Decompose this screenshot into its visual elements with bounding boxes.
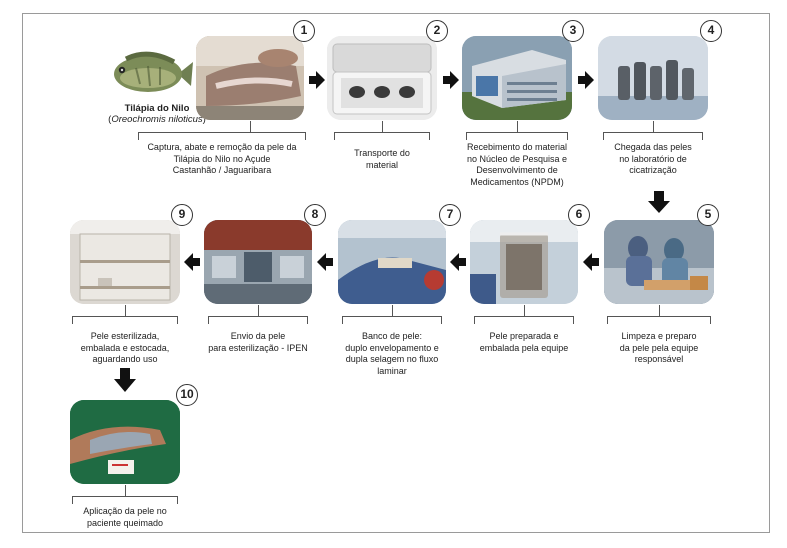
photo-ipen-facility	[204, 220, 312, 304]
arrow-4-to-5	[648, 191, 670, 213]
arrow-8-to-9	[184, 253, 200, 271]
bracket-7	[342, 316, 442, 324]
caption-2: Transporte do material	[330, 148, 434, 171]
arrow-1-to-2	[309, 71, 325, 89]
caption-9-line: aguardando uso	[92, 354, 158, 364]
step-number-7: 7	[439, 204, 461, 226]
bracket-stem-10	[125, 485, 126, 496]
step-number-8: 8	[304, 204, 326, 226]
caption-2-line: material	[365, 159, 398, 170]
caption-5-line: Limpeza e preparo	[621, 331, 697, 341]
caption-1-line: Captura, abate e remoção da pele da	[147, 142, 297, 152]
step-number-6: 6	[568, 204, 590, 226]
caption-10-line: paciente queimado	[86, 517, 164, 528]
caption-3-line: Desenvolvimento de	[476, 165, 558, 175]
bracket-4	[603, 132, 703, 140]
caption-4-line: cicatrização	[629, 165, 677, 175]
bracket-10	[72, 496, 178, 504]
photo-skin-bank	[338, 220, 446, 304]
caption-1-line: Tilápia do Nilo no Açude	[173, 153, 271, 164]
bracket-stem-3	[517, 121, 518, 132]
bracket-stem-4	[653, 121, 654, 132]
step-number-5: 5	[697, 204, 719, 226]
arrow-6-to-7	[450, 253, 466, 271]
bracket-8	[208, 316, 308, 324]
caption-7: Banco de pele: duplo envelopamento e dup…	[333, 331, 451, 377]
caption-7-line: laminar	[377, 365, 407, 376]
fish-scientific-name: Oreochromis niloticus	[111, 114, 203, 125]
caption-6: Pele preparada e embalada pela equipe	[466, 331, 582, 354]
caption-1-line: Castanhão / Jaguaribara	[172, 165, 272, 175]
bracket-2	[334, 132, 430, 140]
bracket-1	[138, 132, 306, 140]
arrow-5-to-6	[583, 253, 599, 271]
caption-9-line: Pele esterilizada,	[90, 331, 160, 341]
fish-label: Tilápia do Nilo (Oreochromis niloticus)	[102, 103, 212, 125]
bracket-stem-5	[659, 305, 660, 316]
caption-9-line: embalada e estocada,	[80, 342, 170, 353]
arrow-2-to-3	[443, 71, 459, 89]
caption-7-line: Banco de pele:	[361, 331, 423, 341]
bracket-stem-1	[250, 121, 251, 132]
bracket-5	[607, 316, 711, 324]
caption-1: Captura, abate e remoção da pele da Tilá…	[130, 142, 314, 177]
caption-4: Chegada das peles no laboratório de cica…	[598, 142, 708, 177]
bracket-9	[72, 316, 178, 324]
caption-7-line: dupla selagem no fluxo	[345, 354, 439, 364]
photo-transport-box	[327, 36, 437, 120]
photo-npdm-building	[462, 36, 572, 120]
bracket-stem-7	[392, 305, 393, 316]
step-number-3: 3	[562, 20, 584, 42]
step-number-2: 2	[426, 20, 448, 42]
caption-3-line: Medicamentos (NPDM)	[470, 176, 564, 187]
caption-6-line: Pele preparada e	[489, 331, 559, 341]
step-number-9: 9	[171, 204, 193, 226]
bracket-3	[466, 132, 568, 140]
photo-skin-removal	[196, 36, 304, 120]
bracket-stem-8	[258, 305, 259, 316]
paren-close: )	[202, 114, 206, 125]
step-number-1: 1	[293, 20, 315, 42]
caption-10-line: Aplicação da pele no	[83, 506, 167, 516]
caption-6-line: embalada pela equipe	[479, 342, 569, 353]
photo-storage-shelf	[70, 220, 180, 304]
caption-8-line: Envio da pele	[230, 331, 286, 341]
caption-4-line: Chegada das peles	[614, 142, 692, 152]
fish-common-name: Tilápia do Nilo	[124, 103, 190, 114]
caption-3-line: Recebimento do material	[466, 142, 568, 152]
bracket-stem-6	[524, 305, 525, 316]
caption-10: Aplicação da pele no paciente queimado	[66, 506, 184, 529]
bracket-stem-9	[125, 305, 126, 316]
photo-skin-application	[70, 400, 180, 484]
caption-2-line: Transporte do	[354, 148, 410, 158]
photo-packaged-skin	[470, 220, 578, 304]
arrow-7-to-8	[317, 253, 333, 271]
photo-skin-cleaning	[604, 220, 714, 304]
bracket-6	[474, 316, 574, 324]
caption-3-line: no Núcleo de Pesquisa e	[466, 153, 568, 164]
paren-open: (	[108, 114, 112, 125]
caption-5: Limpeza e preparo da pele pela equipe re…	[600, 331, 718, 366]
bracket-stem-2	[382, 121, 383, 132]
tilapia-illustration	[108, 50, 194, 98]
figure-frame	[22, 13, 770, 533]
photo-lab-jars	[598, 36, 708, 120]
caption-5-line: da pele pela equipe	[619, 342, 699, 353]
caption-5-line: responsável	[634, 354, 684, 364]
arrow-9-to-10	[114, 368, 136, 392]
arrow-3-to-4	[578, 71, 594, 89]
step-number-4: 4	[700, 20, 722, 42]
caption-8: Envio da pele para esterilização - IPEN	[200, 331, 316, 354]
caption-7-line: duplo envelopamento e	[345, 342, 439, 353]
caption-4-line: no laboratório de	[619, 153, 687, 164]
caption-9: Pele esterilizada, embalada e estocada, …	[68, 331, 182, 366]
caption-3: Recebimento do material no Núcleo de Pes…	[457, 142, 577, 188]
step-number-10: 10	[176, 384, 198, 406]
caption-8-line: para esterilização - IPEN	[208, 342, 308, 353]
